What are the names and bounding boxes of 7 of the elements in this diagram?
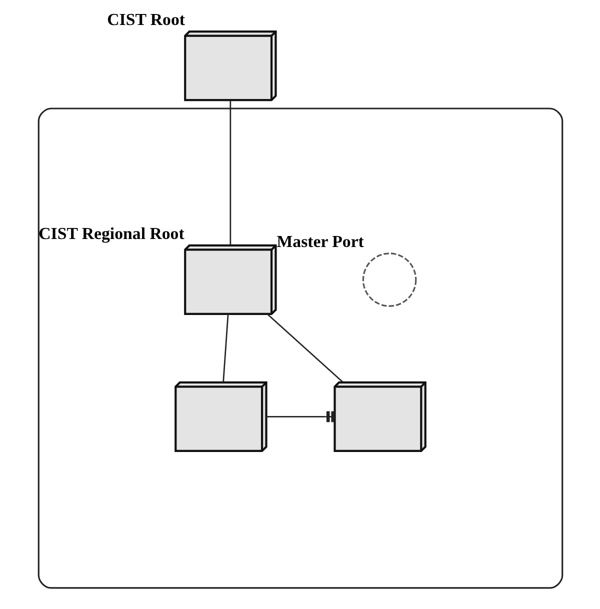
node-circle: [362, 252, 416, 307]
connector: [266, 314, 343, 383]
node-label: CIST Regional Root: [38, 224, 184, 243]
connector: [222, 314, 228, 382]
node-label: Master Port: [276, 232, 364, 251]
node-label: CIST Root: [106, 10, 184, 30]
connector: [229, 100, 231, 246]
